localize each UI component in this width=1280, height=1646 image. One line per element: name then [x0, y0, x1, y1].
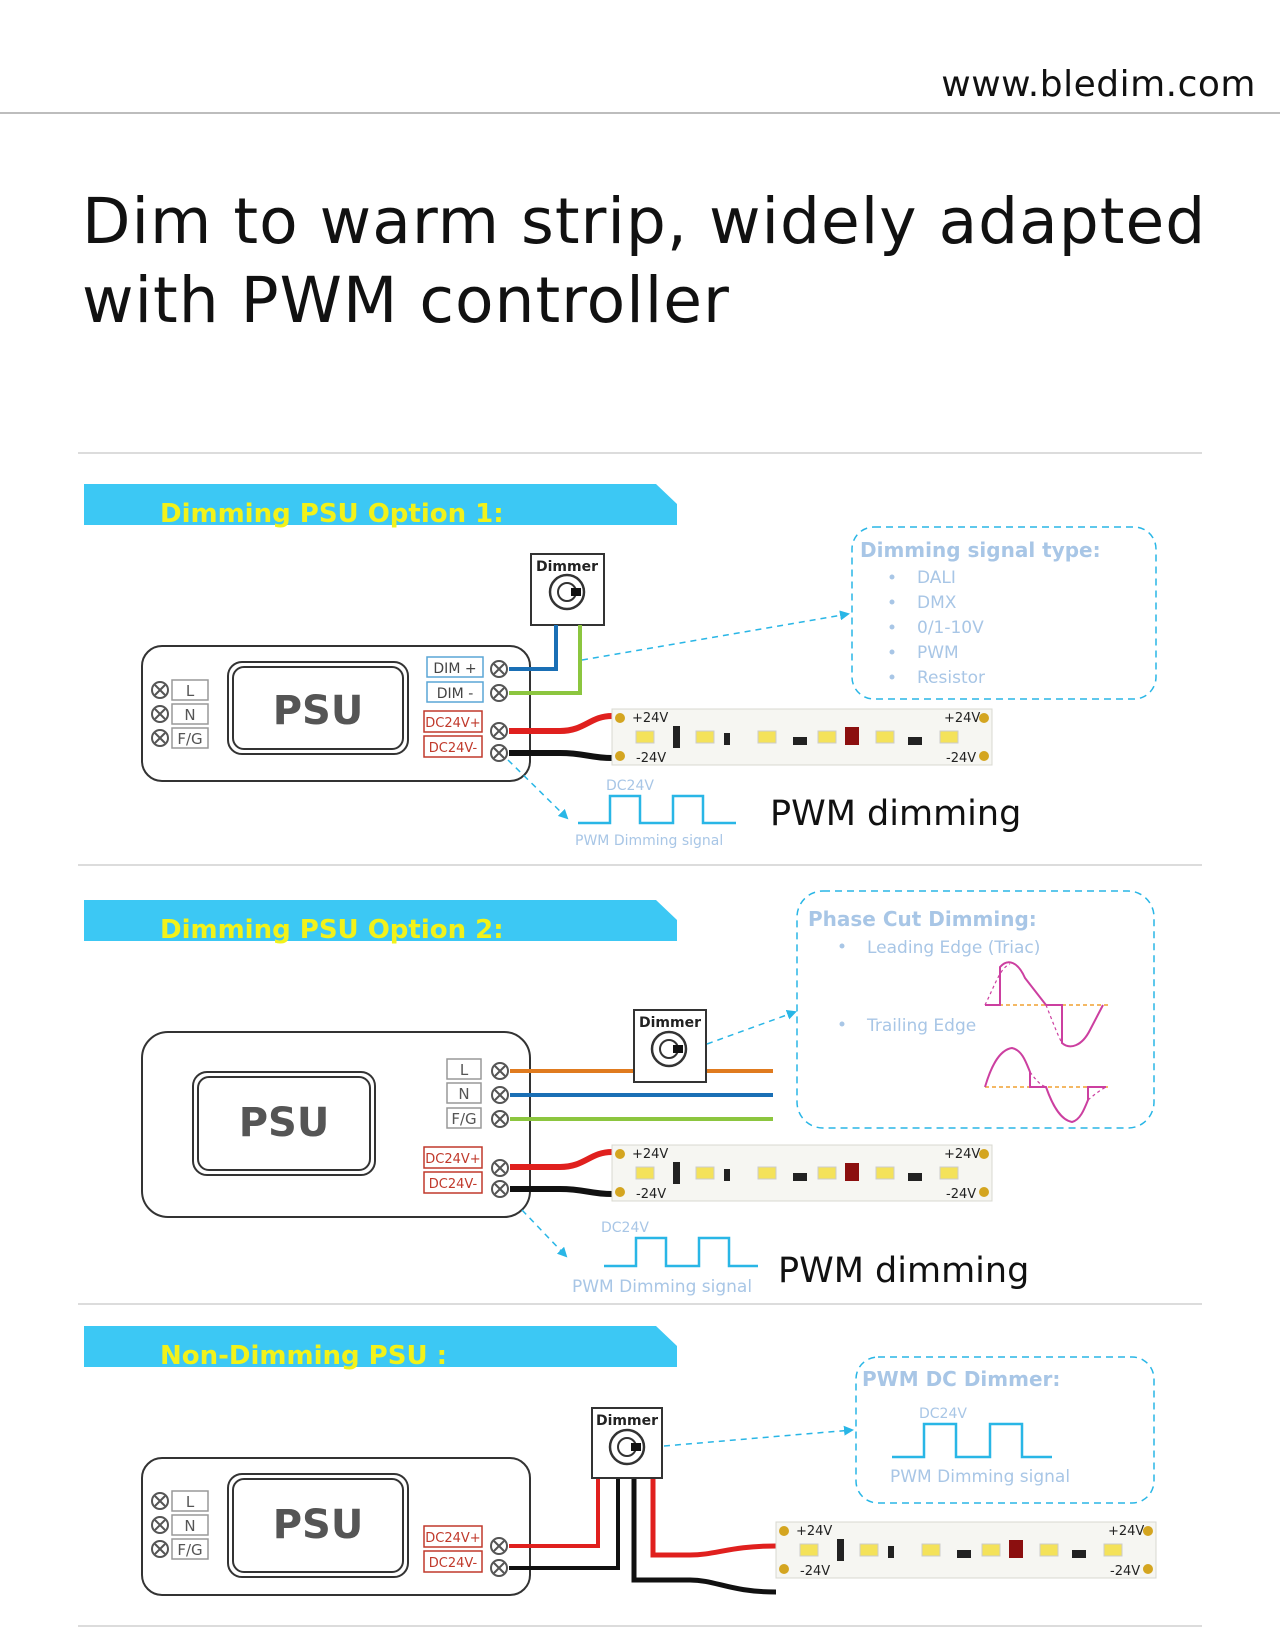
terminal-dim-minus-label: DIM - — [437, 686, 474, 702]
pwm-waveform — [578, 794, 736, 825]
terminal-dc-plus-label: DC24V+ — [425, 716, 480, 731]
terminal-dim-plus-label: DIM + — [433, 661, 476, 677]
option-1-banner-text: Dimming PSU Option 1: — [160, 499, 504, 529]
pwm-dimming-result: PWM dimming — [770, 794, 1021, 834]
terminal-l-label: L — [460, 1061, 469, 1079]
pwm-dc-dimmer-box — [855, 1356, 1155, 1504]
dimmer-label: Dimmer — [536, 559, 598, 575]
pwm-level-label: DC24V — [919, 1406, 967, 1422]
pwm-caption: PWM Dimming signal — [575, 833, 723, 849]
strip-minus-right: -24V — [946, 751, 976, 766]
terminal-dc-minus-label: DC24V- — [429, 741, 478, 756]
signal-type-item: 0/1-10V — [917, 618, 984, 638]
pwm-level-label: DC24V — [606, 778, 654, 794]
page-title: Dim to warm strip, widely adapted with P… — [82, 182, 1232, 340]
option-1-banner — [84, 484, 677, 525]
terminal-fg-label: F/G — [177, 730, 202, 748]
terminal-n-label: N — [458, 1085, 469, 1103]
strip-minus-left: -24V — [800, 1564, 830, 1579]
pwm-waveform — [604, 1236, 758, 1268]
signal-type-title: Dimming signal type: — [860, 538, 1101, 562]
dc-positive-input-wire — [509, 1478, 600, 1548]
terminal-dc-plus-label: DC24V+ — [425, 1152, 480, 1167]
trailing-edge-waveform — [984, 1046, 1108, 1124]
pwm-caption: PWM Dimming signal — [890, 1467, 1070, 1487]
dc-positive-wire — [509, 713, 613, 734]
page-title-line-2: with PWM controller — [82, 264, 730, 337]
terminal-l-label: L — [186, 682, 195, 700]
option-3-banner-text: Non-Dimming PSU : — [160, 1341, 447, 1371]
dc-positive-output-wire — [650, 1478, 777, 1558]
led-strip: +24V -24V +24V -24V — [775, 1521, 1157, 1579]
strip-minus-left: -24V — [636, 1187, 666, 1202]
strip-plus-right: +24V — [1108, 1524, 1144, 1539]
psu-label: PSU — [273, 1502, 364, 1548]
terminal-fg-label: F/G — [451, 1110, 476, 1128]
signal-type-item: DALI — [917, 568, 956, 588]
dim-plus-wire — [509, 625, 558, 671]
signal-type-item: PWM — [917, 643, 959, 663]
dimmer-label: Dimmer — [596, 1413, 658, 1429]
dimmer-label: Dimmer — [639, 1015, 701, 1031]
dc-negative-input-wire — [509, 1478, 620, 1570]
led-strip: +24V -24V +24V -24V — [611, 1144, 993, 1202]
option-3: Non-Dimming PSU : PSU L N F/G DC24V+ DC2… — [84, 1326, 1157, 1596]
dimmer-module — [633, 1009, 707, 1083]
option-2-banner-text: Dimming PSU Option 2: — [160, 915, 504, 945]
option-3-banner — [84, 1326, 677, 1367]
dc-negative-wire — [510, 1186, 613, 1197]
page-title-line-1: Dim to warm strip, widely adapted — [82, 185, 1207, 258]
strip-minus-left: -24V — [636, 751, 666, 766]
dim-minus-wire — [509, 625, 582, 695]
terminal-fg-label: F/G — [177, 1541, 202, 1559]
pwm-level-label: DC24V — [601, 1220, 649, 1236]
strip-plus-right: +24V — [944, 711, 980, 726]
signal-type-item: DMX — [917, 593, 957, 613]
strip-plus-right: +24V — [944, 1147, 980, 1162]
header-divider — [0, 112, 1280, 114]
led-strip: +24V -24V +24V -24V — [611, 708, 993, 766]
website-url: www.bledim.com — [941, 64, 1256, 105]
terminal-n-label: N — [184, 706, 195, 724]
terminal-dc-minus-label: DC24V- — [429, 1556, 478, 1571]
leading-edge-waveform — [984, 961, 1108, 1048]
leading-edge-label: Leading Edge (Triac) — [867, 938, 1040, 958]
pwm-caption: PWM Dimming signal — [572, 1277, 752, 1297]
dc-negative-wire — [509, 750, 613, 761]
pwm-waveform — [892, 1422, 1052, 1459]
psu-label: PSU — [273, 688, 364, 734]
signal-type-item: Resistor — [917, 668, 985, 688]
terminal-n-label: N — [184, 1517, 195, 1535]
terminal-dc-plus-label: DC24V+ — [425, 1531, 480, 1546]
strip-minus-right: -24V — [1110, 1564, 1140, 1579]
psu-label: PSU — [239, 1100, 330, 1146]
pwm-dimming-result: PWM dimming — [778, 1251, 1029, 1291]
terminal-dc-minus-label: DC24V- — [429, 1177, 478, 1192]
strip-plus-left: +24V — [632, 711, 668, 726]
phase-cut-title: Phase Cut Dimming: — [808, 907, 1037, 931]
dc-negative-output-wire — [631, 1478, 777, 1595]
option-2: Dimming PSU Option 2: PSU L N F/G DC24V+… — [84, 890, 1155, 1297]
terminal-l-label: L — [186, 1493, 195, 1511]
strip-plus-left: +24V — [796, 1524, 832, 1539]
phase-cut-box — [796, 890, 1155, 1129]
pwm-dc-dimmer-title: PWM DC Dimmer: — [862, 1367, 1060, 1391]
dc-positive-wire — [510, 1149, 613, 1170]
trailing-edge-label: Trailing Edge — [866, 1016, 976, 1036]
strip-plus-left: +24V — [632, 1147, 668, 1162]
option-2-banner — [84, 900, 677, 941]
option-1: Dimming PSU Option 1: PSU L N F/G DIM + … — [84, 484, 1157, 849]
strip-minus-right: -24V — [946, 1187, 976, 1202]
